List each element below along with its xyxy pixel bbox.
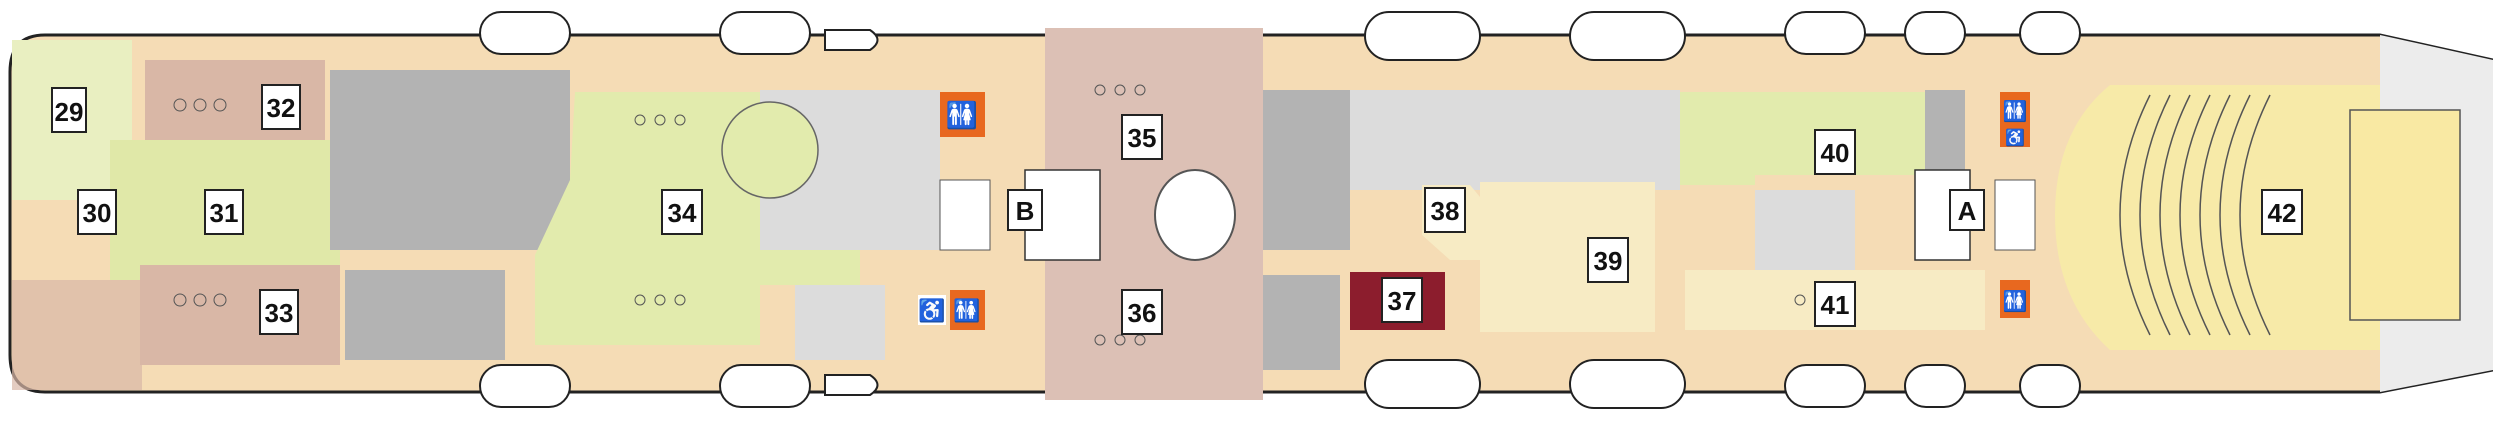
area-label-30: 30 bbox=[77, 189, 117, 235]
area-label-34: 34 bbox=[661, 189, 703, 235]
lifeboat bbox=[1364, 359, 1481, 409]
lifeboat bbox=[1569, 11, 1686, 61]
svg-text:B: B bbox=[1016, 196, 1035, 226]
aft-lower-zone bbox=[12, 280, 142, 390]
svg-text:A: A bbox=[1958, 196, 1977, 226]
tender-boat bbox=[824, 374, 879, 396]
area-label-36: 36 bbox=[1121, 289, 1163, 335]
area-label-33: 33 bbox=[259, 289, 299, 335]
lifeboat bbox=[1784, 364, 1866, 408]
area-label-37: 37 bbox=[1381, 277, 1423, 323]
svg-text:32: 32 bbox=[267, 93, 296, 123]
svg-text:29: 29 bbox=[55, 97, 84, 127]
stair-a bbox=[1994, 179, 2036, 251]
svg-text:41: 41 bbox=[1821, 290, 1850, 320]
lifeboat bbox=[2019, 11, 2081, 55]
accessible-restroom-icon: ♿ bbox=[918, 295, 946, 325]
svg-text:34: 34 bbox=[668, 198, 697, 228]
svg-text:🚻: 🚻 bbox=[946, 100, 978, 130]
lifeboat bbox=[1904, 11, 1966, 55]
stair-b bbox=[939, 179, 991, 251]
seating-pattern bbox=[173, 84, 1846, 346]
lifeboat bbox=[719, 364, 811, 408]
grey-area-3 bbox=[1260, 90, 1350, 250]
svg-text:🚻: 🚻 bbox=[953, 298, 980, 323]
light-grey-area-2 bbox=[795, 285, 885, 360]
area-label-29: 29 bbox=[51, 87, 87, 133]
svg-text:♿: ♿ bbox=[2005, 128, 2025, 147]
stair-label-a: A bbox=[1949, 189, 1985, 231]
lifeboat bbox=[719, 11, 811, 55]
svg-text:37: 37 bbox=[1388, 286, 1417, 316]
svg-text:40: 40 bbox=[1821, 138, 1850, 168]
area-34-dome bbox=[721, 101, 819, 199]
area-33-zone bbox=[140, 265, 340, 365]
atrium-center bbox=[1154, 169, 1236, 261]
svg-text:39: 39 bbox=[1594, 246, 1623, 276]
area-label-31: 31 bbox=[204, 189, 244, 235]
lifeboat bbox=[1784, 11, 1866, 55]
area-label-38: 38 bbox=[1424, 187, 1466, 233]
light-grey-area-3 bbox=[1350, 90, 1680, 190]
svg-text:31: 31 bbox=[210, 198, 239, 228]
svg-text:♿: ♿ bbox=[918, 298, 945, 323]
light-grey-area-4 bbox=[1755, 190, 1855, 280]
theater-stage bbox=[2349, 109, 2461, 321]
svg-text:🚻: 🚻 bbox=[2003, 289, 2028, 313]
svg-text:36: 36 bbox=[1128, 298, 1157, 328]
area-label-39: 39 bbox=[1587, 237, 1629, 283]
theater-seating bbox=[2119, 94, 2271, 336]
svg-text:38: 38 bbox=[1431, 196, 1460, 226]
lifeboat bbox=[1569, 359, 1686, 409]
lifeboat bbox=[1364, 11, 1481, 61]
area-label-32: 32 bbox=[261, 84, 301, 130]
tender-boat bbox=[824, 29, 879, 51]
svg-text:33: 33 bbox=[265, 298, 294, 328]
restroom-icon: 🚻 bbox=[950, 290, 985, 330]
grey-area-2 bbox=[345, 270, 505, 360]
area-40-zone bbox=[1680, 92, 1925, 185]
area-label-42: 42 bbox=[2261, 189, 2303, 235]
area-label-41: 41 bbox=[1814, 281, 1856, 327]
lifeboat bbox=[479, 11, 571, 55]
lifeboat bbox=[1904, 364, 1966, 408]
lifeboat bbox=[2019, 364, 2081, 408]
area-label-40: 40 bbox=[1814, 129, 1856, 175]
svg-text:30: 30 bbox=[83, 198, 112, 228]
accessible-restroom-icon: ♿ bbox=[2000, 127, 2030, 147]
svg-text:🚻: 🚻 bbox=[2003, 99, 2028, 123]
grey-area-1 bbox=[330, 70, 570, 250]
area-label-35: 35 bbox=[1121, 114, 1163, 160]
restroom-icon: 🚻 bbox=[2000, 280, 2030, 318]
svg-text:35: 35 bbox=[1128, 123, 1157, 153]
lifeboat bbox=[479, 364, 571, 408]
stair-label-b: B bbox=[1007, 189, 1043, 231]
restroom-icon: 🚻 bbox=[940, 92, 985, 137]
restroom-icon: 🚻 bbox=[2000, 92, 2030, 127]
grey-area-5 bbox=[1925, 90, 1965, 170]
svg-text:42: 42 bbox=[2268, 198, 2297, 228]
area-42-zone bbox=[2055, 85, 2380, 350]
